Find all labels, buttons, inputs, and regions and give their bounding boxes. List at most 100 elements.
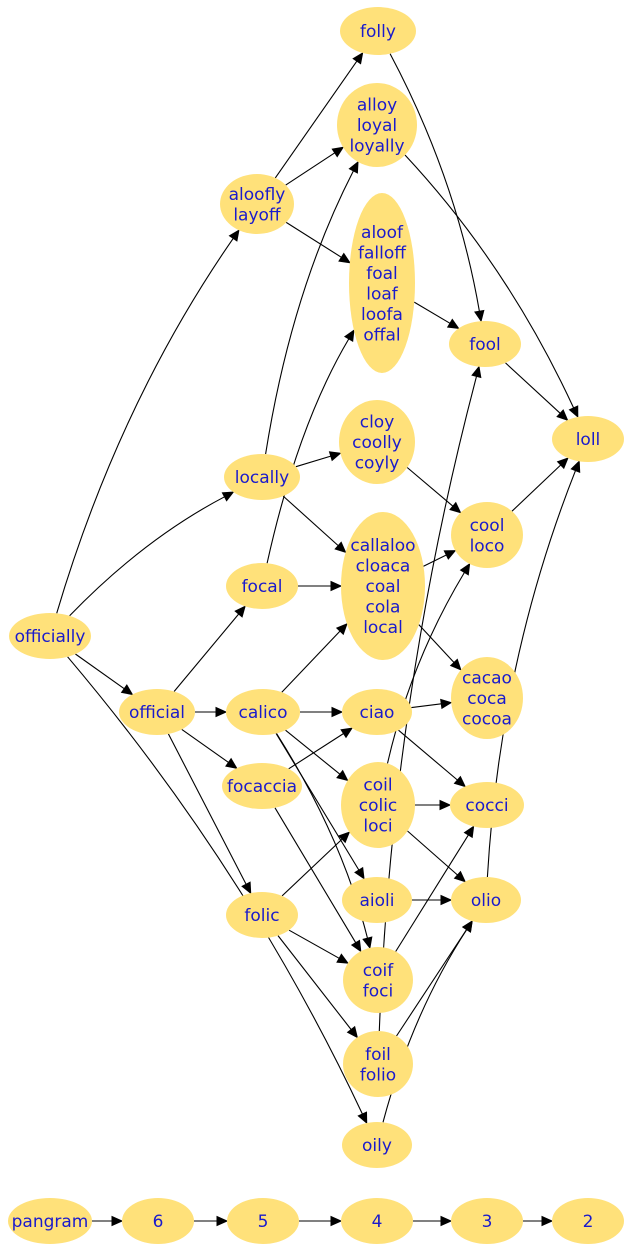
node-label: loci bbox=[363, 817, 392, 837]
edge-official-to-focaccia bbox=[181, 728, 238, 769]
edge-line bbox=[281, 630, 341, 693]
edge-fool-to-loll bbox=[505, 362, 569, 421]
node-n6: 6 bbox=[122, 1198, 194, 1244]
node-shape bbox=[226, 892, 298, 938]
edge-aloofly-to-alloy bbox=[285, 146, 345, 186]
edge-line bbox=[389, 53, 480, 312]
node-shape bbox=[224, 454, 300, 500]
arrowhead-icon bbox=[439, 799, 452, 811]
node-ciao: ciao bbox=[342, 689, 412, 735]
edge-line bbox=[398, 729, 458, 781]
edge-line bbox=[505, 362, 561, 414]
arrowhead-icon bbox=[449, 501, 462, 514]
node-label: folly bbox=[360, 22, 396, 42]
edge-line bbox=[413, 301, 451, 324]
edge-line bbox=[56, 238, 234, 614]
arrowhead-icon bbox=[459, 562, 471, 576]
node-label: calico bbox=[239, 703, 288, 723]
node-n3: 3 bbox=[451, 1198, 523, 1244]
edge-pangram-to-n6 bbox=[92, 1215, 124, 1227]
node-label: local bbox=[363, 618, 403, 638]
edge-line bbox=[274, 807, 357, 943]
edge-line bbox=[173, 613, 240, 692]
arrowhead-icon bbox=[440, 1215, 453, 1227]
edge-line bbox=[285, 152, 336, 186]
arrowhead-icon bbox=[338, 252, 351, 264]
edge-oily-to-olio bbox=[382, 920, 473, 1123]
arrowhead-icon bbox=[440, 698, 453, 710]
edge-line bbox=[69, 496, 225, 617]
edge-line bbox=[288, 929, 340, 959]
arrowhead-icon bbox=[357, 1111, 368, 1125]
node-label: focal bbox=[242, 577, 283, 597]
edge-folic-to-coil bbox=[281, 831, 351, 897]
edge-line bbox=[395, 834, 469, 952]
node-label: foci bbox=[363, 981, 393, 1001]
edge-focal-to-callaloo bbox=[297, 580, 343, 592]
node-shape bbox=[220, 174, 294, 234]
edge-folic-to-foil bbox=[277, 935, 359, 1039]
node-shape bbox=[222, 763, 302, 809]
arrowhead-icon bbox=[462, 920, 473, 933]
arrowhead-icon bbox=[328, 451, 342, 462]
arrowhead-icon bbox=[334, 541, 347, 554]
arrowhead-icon bbox=[111, 1215, 124, 1227]
node-label: fool bbox=[469, 335, 501, 355]
node-cocci: cocci bbox=[450, 782, 524, 828]
node-label: loyally bbox=[349, 137, 404, 157]
node-shape bbox=[451, 657, 523, 739]
node-shape bbox=[226, 563, 298, 609]
edge-focaccia-to-coif bbox=[274, 807, 362, 953]
edge-n3-to-n2 bbox=[523, 1215, 554, 1227]
arrowhead-icon bbox=[474, 309, 485, 323]
node-label: 2 bbox=[583, 1212, 594, 1232]
edge-line bbox=[511, 464, 562, 512]
edge-line bbox=[285, 729, 341, 775]
edge-folly-to-fool bbox=[389, 53, 485, 323]
edge-cloy-to-cool bbox=[406, 467, 462, 514]
arrowhead-icon bbox=[340, 727, 354, 739]
node-label: cacao bbox=[462, 669, 512, 689]
arrowhead-icon bbox=[216, 1215, 229, 1227]
node-label: falloff bbox=[358, 243, 407, 263]
arrowhead-icon bbox=[221, 491, 235, 502]
arrowhead-icon bbox=[330, 1215, 343, 1227]
edge-aloof-to-fool bbox=[413, 301, 460, 330]
node-label: folio bbox=[360, 1065, 396, 1085]
edge-line bbox=[407, 830, 458, 876]
node-label: callaloo bbox=[350, 536, 415, 556]
edge-focaccia-to-ciao bbox=[288, 727, 354, 770]
edge-line bbox=[411, 703, 442, 709]
edge-officially-to-locally bbox=[69, 491, 235, 617]
node-aioli: aioli bbox=[342, 877, 412, 923]
edge-calico-to-ciao bbox=[300, 706, 344, 718]
edge-calico-to-coil bbox=[285, 729, 349, 782]
node-label: loofa bbox=[361, 305, 403, 325]
edge-cool-to-loll bbox=[511, 457, 569, 512]
node-label: coca bbox=[467, 689, 507, 709]
edge-line bbox=[423, 554, 447, 567]
node-shape bbox=[451, 1198, 523, 1244]
edge-line bbox=[275, 733, 360, 871]
edge-official-to-focal bbox=[173, 605, 246, 692]
node-label: 4 bbox=[372, 1212, 383, 1232]
arrowhead-icon bbox=[354, 866, 365, 880]
node-shape bbox=[552, 416, 624, 462]
node-shape bbox=[9, 613, 91, 659]
node-label: official bbox=[129, 703, 185, 723]
edge-coif-to-cocci bbox=[395, 825, 475, 952]
node-label: ciao bbox=[360, 703, 395, 723]
edge-line bbox=[406, 467, 454, 507]
node-shape bbox=[552, 1198, 624, 1244]
node-shape bbox=[449, 321, 521, 367]
edge-line bbox=[285, 221, 342, 258]
node-oily: oily bbox=[342, 1122, 412, 1168]
node-label: cool bbox=[470, 516, 505, 536]
arrowhead-icon bbox=[541, 1215, 554, 1227]
node-label: offal bbox=[363, 325, 400, 345]
node-calico: calico bbox=[226, 689, 300, 735]
arrowhead-icon bbox=[449, 658, 462, 671]
